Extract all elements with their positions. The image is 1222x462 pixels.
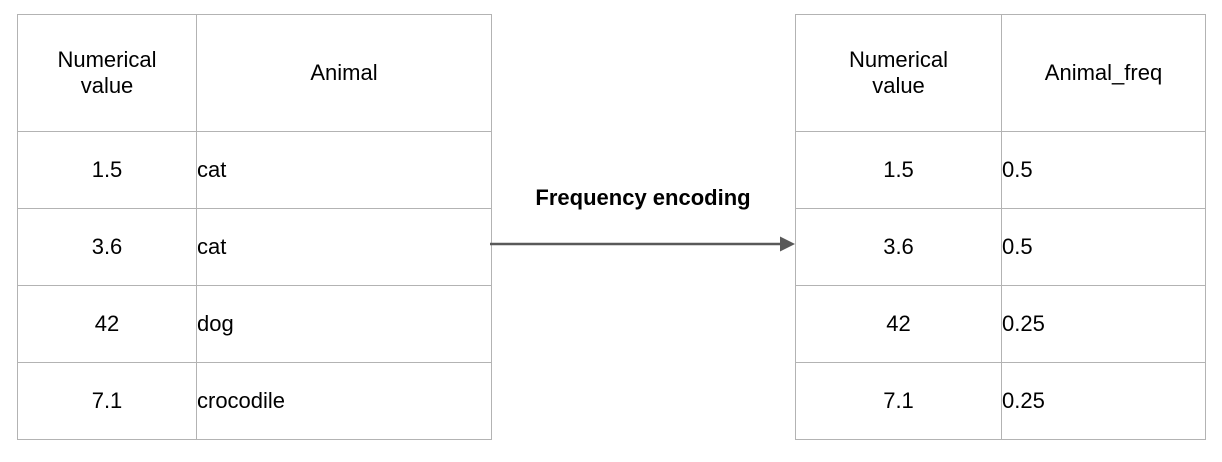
column-header-line-2: value: [872, 73, 925, 98]
arrow-label: Frequency encoding: [535, 185, 751, 210]
table-row: 1.5 cat: [17, 131, 492, 209]
cell-numerical-value: 3.6: [795, 208, 1002, 286]
cell-animal: cat: [196, 208, 492, 286]
column-header-line-1: Numerical: [57, 47, 157, 73]
column-header-numerical-value: Numerical value: [795, 14, 1002, 132]
arrow-right-icon: [490, 236, 795, 252]
cell-numerical-value: 1.5: [17, 131, 197, 209]
source-table: Numerical value Animal 1.5 cat 3.6 cat 4…: [17, 14, 492, 440]
table-row: 1.5 0.5: [795, 131, 1206, 209]
column-header-animal-freq: Animal_freq: [1001, 14, 1206, 132]
table-header-row: Numerical value Animal_freq: [795, 14, 1206, 132]
cell-animal: cat: [196, 131, 492, 209]
table-row: 7.1 crocodile: [17, 362, 492, 440]
cell-animal-freq: 0.25: [1001, 285, 1206, 363]
cell-animal: dog: [196, 285, 492, 363]
cell-numerical-value: 7.1: [17, 362, 197, 440]
column-header-line-1: Numerical: [848, 47, 949, 73]
table-header-row: Numerical value Animal: [17, 14, 492, 132]
cell-animal-freq: 0.25: [1001, 362, 1206, 440]
cell-animal-freq: 0.5: [1001, 208, 1206, 286]
column-header-animal: Animal: [196, 14, 492, 132]
table-row: 42 0.25: [795, 285, 1206, 363]
cell-animal-freq: 0.5: [1001, 131, 1206, 209]
column-header-line-2: value: [80, 73, 134, 98]
column-header-numerical-value: Numerical value: [17, 14, 197, 132]
table-row: 42 dog: [17, 285, 492, 363]
cell-numerical-value: 1.5: [795, 131, 1002, 209]
cell-numerical-value: 7.1: [795, 362, 1002, 440]
cell-numerical-value: 42: [17, 285, 197, 363]
transformation-arrow-group: Frequency encoding: [488, 185, 798, 265]
table-row: 3.6 cat: [17, 208, 492, 286]
cell-animal: crocodile: [196, 362, 492, 440]
encoded-table: Numerical value Animal_freq 1.5 0.5 3.6 …: [795, 14, 1206, 440]
table-row: 3.6 0.5: [795, 208, 1206, 286]
cell-numerical-value: 42: [795, 285, 1002, 363]
cell-numerical-value: 3.6: [17, 208, 197, 286]
table-row: 7.1 0.25: [795, 362, 1206, 440]
